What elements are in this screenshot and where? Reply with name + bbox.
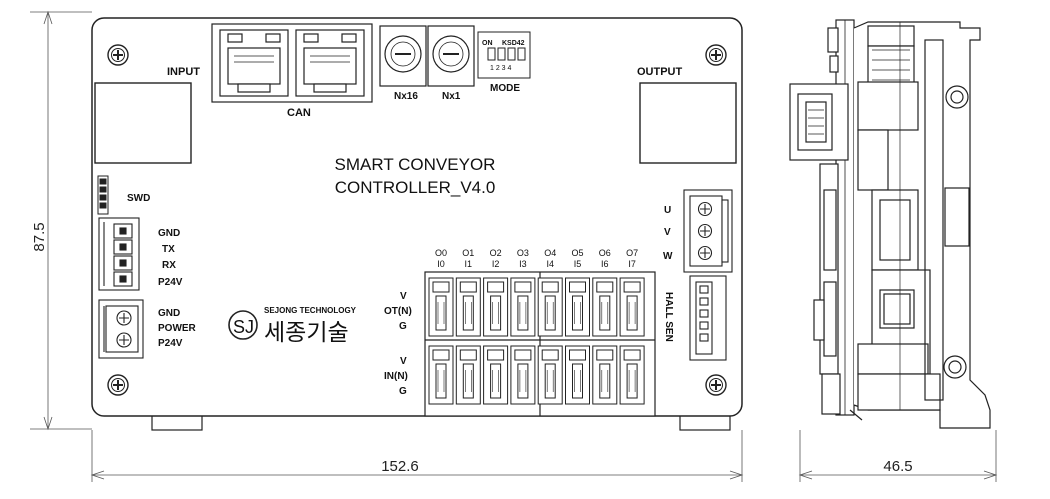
io-terminal-cell [483,345,509,405]
brand-en: SEJONG TECHNOLOGY [264,306,357,315]
motor-w-label: W [663,251,673,262]
io-output-label: O5 [571,248,583,258]
swd-header [97,175,109,215]
input-label: INPUT [167,66,200,78]
front-view: INPUT OUTPUT CAN [91,17,743,431]
io-terminal-cell [428,277,454,337]
brand-kr: 세종기술 [264,319,349,345]
width-dimension-value: 152.6 [381,458,419,475]
uart-gnd-label: GND [158,228,180,239]
power-connector [98,299,144,359]
io-terminal-cell [565,345,590,405]
io-terminal-cell [455,277,481,337]
nx16-label: Nx16 [394,91,418,102]
input-block [94,82,192,164]
in-n-label: IN(N) [384,371,408,382]
power-gnd-label: GND [158,308,180,319]
io-input-label: I7 [628,259,636,269]
io-connector-cells [428,277,645,405]
rotary-switch-nx16 [379,25,427,87]
io-input-label: I0 [437,259,445,269]
dip-numbers-label: 1 2 3 4 [490,65,512,72]
io-terminal-cell [537,277,563,337]
io-input-label: I1 [465,259,473,269]
screw-icon [705,44,727,66]
io-terminal-cell [455,345,481,405]
motor-connector [683,189,733,273]
io-output-label: O2 [490,248,502,258]
uart-tx-label: TX [162,244,175,255]
io-terminal-cell [592,345,618,405]
height-dimension-value: 87.5 [31,222,48,251]
io-input-label: I3 [519,259,527,269]
uart-connector [98,217,140,291]
uart-p24v-label: P24V [158,277,183,288]
output-label: OUTPUT [637,66,683,78]
io-output-label: O6 [599,248,611,258]
io-output-label: O4 [544,248,556,258]
io-input-label: I4 [546,259,554,269]
motor-u-label: U [664,205,671,216]
io-terminal-cell [428,345,454,405]
io-input-label: I6 [601,259,609,269]
dimension-height [30,10,92,431]
motor-v-label: V [664,227,671,238]
io-input-label: I2 [492,259,500,269]
io-terminal-cell [619,345,645,405]
swd-label: SWD [127,193,150,204]
in-g-label: G [399,386,407,397]
io-output-label: O3 [517,248,529,258]
screw-icon [107,374,129,396]
dip-on-label: ON [482,40,493,47]
screw-icon [705,374,727,396]
ot-g-label: G [399,321,407,332]
logo-mark: SJ [233,317,254,337]
rotary-switch-nx1 [427,25,475,87]
ot-v-label: V [400,291,407,302]
io-output-label: O1 [462,248,474,258]
board-title-line2: CONTROLLER_V4.0 [335,178,496,197]
side-view [789,19,991,429]
io-terminal-cell [510,277,536,337]
board-title-line1: SMART CONVEYOR [335,155,496,174]
io-terminal-cell [483,277,509,337]
io-input-label: I5 [574,259,582,269]
power-p24v-label: P24V [158,338,183,349]
io-output-label: O7 [626,248,638,258]
dimension-width [90,430,744,482]
dip-part-label: KSD42 [502,40,525,47]
hall-sensor-label: HALL SEN [663,292,674,342]
can-label: CAN [287,107,311,119]
in-v-label: V [400,356,407,367]
io-terminal-cell [619,277,645,337]
io-output-label: O0 [435,248,447,258]
io-terminal-cell [592,277,618,337]
io-terminal-cell [537,345,563,405]
power-label: POWER [158,323,197,334]
screw-icon [107,44,129,66]
mode-label: MODE [490,83,520,94]
uart-rx-label: RX [162,260,176,271]
io-terminal-cell [510,345,536,405]
depth-dimension-value: 46.5 [883,458,912,475]
can-connectors [211,23,373,103]
io-terminal-cell [565,277,590,337]
company-logo: SJ SEJONG TECHNOLOGY 세종기술 [228,306,357,345]
hall-sensor-connector [689,275,727,361]
output-block [639,82,737,164]
ot-n-label: OT(N) [384,306,412,317]
dimension-depth [798,430,998,482]
nx1-label: Nx1 [442,91,461,102]
dip-switch [477,31,531,79]
